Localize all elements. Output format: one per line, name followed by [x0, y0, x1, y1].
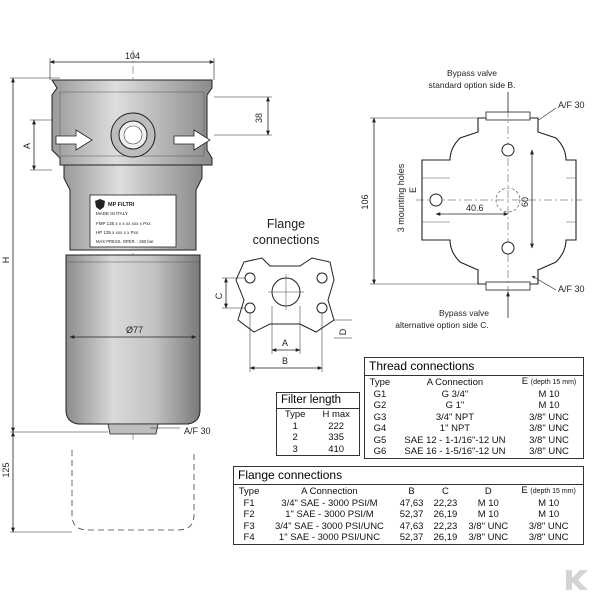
filter-top-view: Bypass valve standard option side B. A/F… [360, 68, 585, 330]
nameplate-code2: HP 135 x xxx x x Pxx [96, 230, 139, 235]
dim-a-label: A [22, 143, 32, 149]
flange-title-2: connections [253, 233, 320, 247]
mounting-hole [501, 241, 515, 255]
dim-60-label: 60 [520, 197, 530, 207]
bypass-b-label: Bypass valve [447, 68, 497, 78]
dim-125-label: 125 [1, 462, 11, 477]
table-header-row: Type A Connection E (depth 15 mm) [369, 376, 577, 388]
flange-bolt-hole [316, 272, 328, 284]
dim-38-label: 38 [254, 113, 264, 123]
af30-top-label: A/F 30 [558, 100, 585, 110]
af30-right-label: A/F 30 [558, 284, 585, 294]
filter-length-title: Filter length [277, 393, 359, 409]
bypass-c-label-2: alternative option side C. [395, 320, 489, 330]
thread-connections-table: Thread connections Type A Connection E (… [364, 357, 584, 459]
dim-h-label: H [1, 257, 11, 264]
mounting-hole [429, 193, 443, 207]
filter-bowl [65, 254, 201, 425]
flange-table-title: Flange connections [234, 467, 583, 485]
watermark-logo [566, 570, 588, 590]
brand-logo-icon [95, 199, 105, 210]
dim-106-label: 106 [360, 194, 370, 209]
flange-bolt-hole [316, 302, 328, 314]
dim-40-6-label: 40.6 [466, 203, 484, 213]
dim-104-label: 104 [125, 51, 140, 61]
flange-dim-b: B [282, 356, 288, 366]
flange-bolt-hole [244, 272, 256, 284]
dia-77-label: Ø77 [126, 325, 143, 335]
af30-bottom-label: A/F 30 [184, 426, 211, 436]
dim-e-label: E [408, 187, 418, 193]
flange-dim-c: C [214, 292, 224, 299]
nameplate-maxpress: MAX PRESS. OPER. : 250 bar [96, 239, 154, 244]
mounting-hole [501, 143, 515, 157]
bypass-c-label: Bypass valve [439, 308, 489, 318]
filter-side-view: 104 38 A MP FILTRI MADE IN ITALY FMP 135… [1, 50, 272, 533]
table-header-row: Type A Connection B C D E (depth 15 mm) [238, 485, 576, 497]
flange-view: Flange connections C D A B [214, 217, 352, 372]
nameplate-made: MADE IN ITALY [96, 211, 128, 216]
flange-title-1: Flange [267, 217, 305, 231]
outlet-arrow-icon [173, 129, 211, 151]
top-view-body [421, 117, 577, 285]
inlet-arrow-icon [55, 129, 93, 151]
thread-table-title: Thread connections [365, 358, 583, 376]
nameplate-brand: MP FILTRI [108, 202, 135, 208]
nameplate-code1: FMP 135 x x x xx xxx x Pxx [96, 221, 151, 226]
flange-bolt-hole [244, 302, 256, 314]
flange-dim-a: A [282, 338, 288, 348]
flange-dim-d: D [338, 328, 348, 335]
bowl-removal-outline [71, 450, 195, 531]
mounting-holes-label: 3 mounting holes [396, 163, 406, 232]
flange-connections-table: Flange connections Type A Connection B C… [233, 466, 584, 545]
bypass-b-label-2: standard option side B. [429, 80, 516, 90]
drain-plug [107, 423, 159, 435]
